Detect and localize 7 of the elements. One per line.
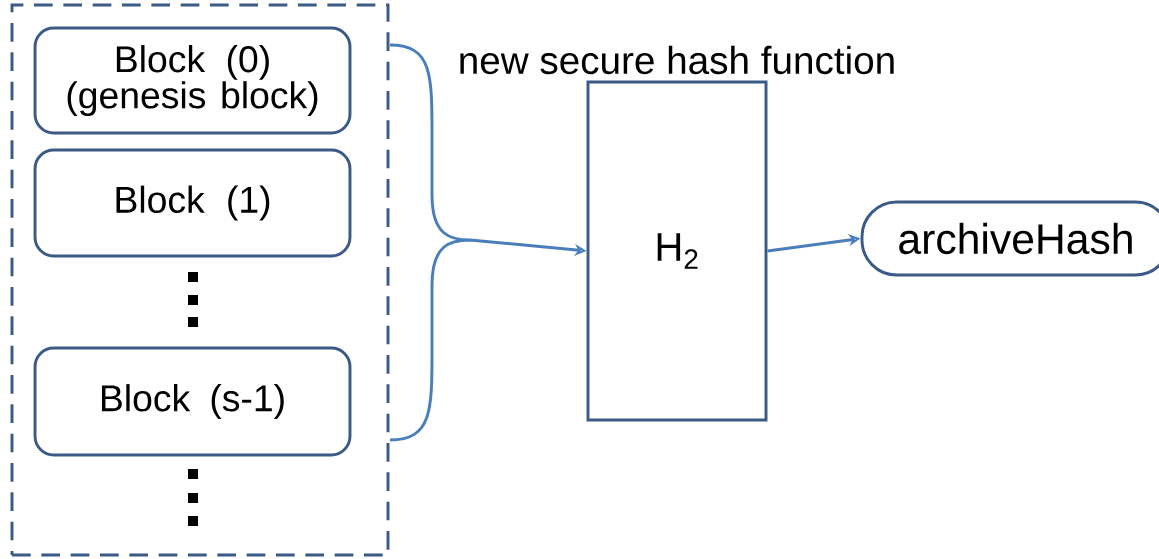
hash-function-box: H$_{2}$: [586, 80, 768, 422]
node-heading: new secure hash function: [460, 45, 894, 75]
block-box: Block (1): [33, 148, 352, 258]
output-box: archiveHash: [860, 200, 1159, 277]
block-box: Block (0) (genesis block): [33, 26, 352, 135]
dashed-group-box: [10, 3, 390, 557]
block-box: Block (s-1): [33, 346, 352, 457]
